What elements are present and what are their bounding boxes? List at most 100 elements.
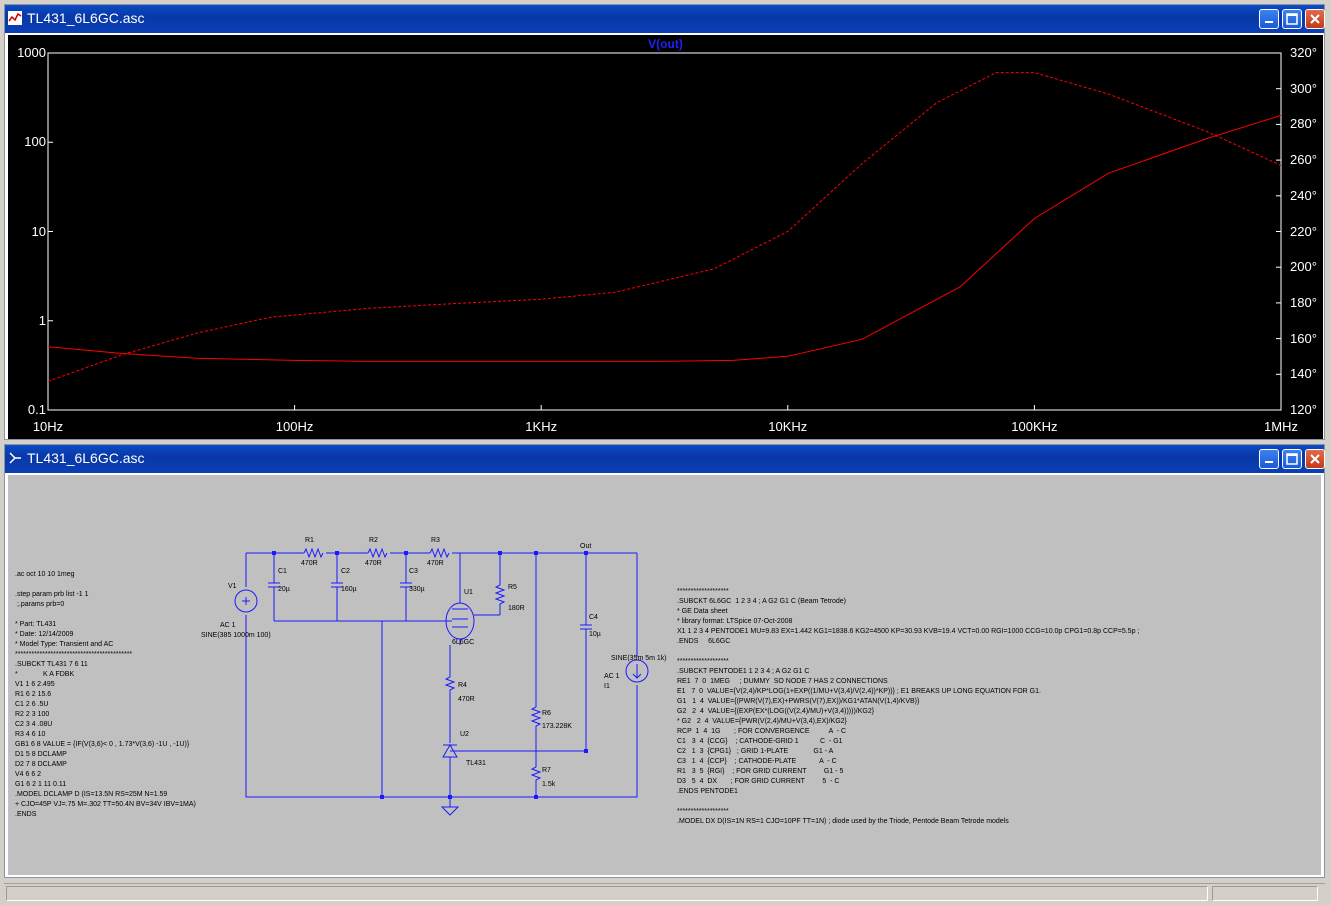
directive-right-line: * GE Data sheet: [677, 608, 728, 615]
phase-trace[interactable]: [47, 72, 1282, 382]
c2-label[interactable]: C2: [341, 568, 350, 575]
r1-label[interactable]: R1: [305, 537, 314, 544]
schematic-window[interactable]: TL431_6L6GC.asc .ac oct 10 10 1meg .step…: [4, 444, 1325, 878]
close-button[interactable]: [1305, 9, 1325, 29]
y-right-tick-label: 200°: [1290, 259, 1317, 275]
spice-directives-left[interactable]: .ac oct 10 10 1meg .step param prb list …: [15, 570, 196, 820]
r4-value[interactable]: 470R: [458, 696, 475, 703]
c4-label[interactable]: C4: [589, 614, 598, 621]
directive-right-line: D3 5 4 DX ; FOR GRID CURRENT 5 - C: [677, 778, 840, 785]
y-right-tick-label: 320°: [1290, 45, 1317, 60]
directive-left-line: GB1 6 8 VALUE = {IF(V(3,6)< 0 , 1.73*V(3…: [15, 741, 190, 748]
c1-capacitor: [268, 553, 280, 621]
y-right-tick-label: 220°: [1290, 223, 1317, 239]
u2-tl431: [442, 744, 458, 797]
y-left-tick-label: 1000: [17, 45, 46, 60]
directive-left-line: R3 4 6 10: [15, 731, 46, 738]
r7-value[interactable]: 1.5k: [542, 781, 556, 788]
y-right-tick-label: 240°: [1290, 187, 1317, 203]
r6-label[interactable]: R6: [542, 710, 551, 717]
v1-sine[interactable]: SINE(385 1000m 100): [201, 632, 271, 639]
directive-right-line: .MODEL DX D(IS=1N RS=1 CJO=10PF TT=1N) ;…: [677, 818, 1009, 825]
r3-label[interactable]: R3: [431, 537, 440, 544]
directive-left-line: R2 2 3 100: [15, 711, 50, 718]
u1-value[interactable]: 6L6GC: [452, 639, 475, 646]
r6-value[interactable]: 173.228K: [542, 723, 572, 730]
y-right-tick-label: 120°: [1290, 402, 1317, 417]
plot-series: [47, 72, 1282, 382]
r2-label[interactable]: R2: [369, 537, 378, 544]
v1-label[interactable]: V1: [228, 583, 237, 590]
c4-capacitor: [580, 553, 592, 751]
i1-ac[interactable]: AC 1: [604, 673, 620, 680]
c2-value[interactable]: 160µ: [341, 586, 357, 593]
plot-frame: [47, 52, 1282, 411]
directive-right-line: *******************: [677, 658, 729, 665]
r3-resistor: [429, 547, 450, 559]
y-left-tick-label: 100: [24, 134, 46, 150]
magnitude-trace[interactable]: [47, 114, 1282, 362]
c4-value[interactable]: 10µ: [589, 631, 601, 638]
close-icon: [1310, 454, 1320, 464]
c3-capacitor: [400, 553, 412, 621]
u2-value[interactable]: TL431: [466, 760, 486, 767]
i1-label[interactable]: I1: [604, 683, 610, 690]
directive-right-line: *******************: [677, 808, 729, 815]
y-right-tick-label: 180°: [1290, 294, 1317, 310]
schematic-canvas[interactable]: .ac oct 10 10 1meg .step param prb list …: [8, 475, 1321, 875]
maximize-button[interactable]: [1282, 9, 1302, 29]
directive-left-line: .SUBCKT TL431 7 6 11: [15, 661, 88, 668]
x-tick-label: 10KHz: [768, 419, 808, 434]
r2-value[interactable]: 470R: [365, 560, 382, 567]
directive-right-line: * library format: LTSpice 07-Oct-2008: [677, 618, 793, 625]
c3-value[interactable]: 330µ: [409, 586, 425, 593]
r5-value[interactable]: 180R: [508, 605, 525, 612]
directive-left-line: D2 7 8 DCLAMP: [15, 761, 67, 768]
v1-ac[interactable]: AC 1: [220, 622, 236, 629]
schematic-maximize-button[interactable]: [1282, 449, 1302, 469]
directive-right-line: * G2 2 4 VALUE={PWR(V(2,4)/MU+V(3,4),EX)…: [677, 718, 847, 725]
r1-value[interactable]: 470R: [301, 560, 318, 567]
schematic-minimize-button[interactable]: [1259, 449, 1279, 469]
minimize-button[interactable]: [1259, 9, 1279, 29]
directive-right-line: .ENDS 6L6GC: [677, 638, 731, 645]
r3-value[interactable]: 470R: [427, 560, 444, 567]
y-left-tick-label: 1: [38, 312, 46, 328]
c3-label[interactable]: C3: [409, 568, 418, 575]
plot-canvas[interactable]: [8, 35, 1323, 439]
schematic-close-button[interactable]: [1305, 449, 1325, 469]
directive-right-line: R1 3 5 {RGI} ; FOR GRID CURRENT G1 - 5: [677, 768, 844, 775]
maximize-icon: [1286, 453, 1298, 465]
y-right-tick-label: 280°: [1290, 116, 1317, 132]
x-tick-label: 10Hz: [32, 419, 64, 434]
out-net-label[interactable]: Out: [580, 543, 592, 550]
directive-right-line: G1 1 4 VALUE={(PWR(V(7),EX)+PWRS(V(7),EX…: [677, 698, 920, 705]
c2-capacitor: [331, 553, 343, 621]
directive-left-line: G1 6 2 1 11 0.11: [15, 781, 67, 788]
schematic-window-titlebar[interactable]: TL431_6L6GC.asc: [5, 445, 1325, 473]
u2-label[interactable]: U2: [460, 731, 469, 738]
i1-sine[interactable]: SINE(35m 5m 1k): [611, 655, 667, 662]
r1-resistor: [303, 547, 324, 559]
x-tick-label: 1KHz: [525, 419, 558, 434]
waveform-icon: [8, 11, 22, 25]
r2-resistor: [367, 547, 388, 559]
v1-source: [234, 589, 258, 613]
directive-right-line: G2 2 4 VALUE={(EXP(EX*(LOG((V(2,4)/MU)+V…: [677, 708, 875, 715]
spice-directives-right[interactable]: *******************.SUBCKT 6L6GC 1 2 3 4…: [677, 587, 1139, 827]
u1-label[interactable]: U1: [464, 589, 473, 596]
directive-right-line: X1 1 2 3 4 PENTODE1 MU=9.83 EX=1.442 KG1…: [677, 628, 1140, 635]
r7-label[interactable]: R7: [542, 767, 551, 774]
directive-left-line: ****************************************…: [15, 651, 133, 658]
trace-label[interactable]: V(out): [648, 37, 683, 51]
y-right-tick-label: 260°: [1290, 152, 1317, 168]
c1-label[interactable]: C1: [278, 568, 287, 575]
x-tick-label: 100Hz: [275, 419, 314, 434]
plot-window-titlebar[interactable]: TL431_6L6GC.asc: [5, 5, 1325, 33]
c1-value[interactable]: 20µ: [278, 586, 290, 593]
directive-left-line: .ac oct 10 10 1meg: [15, 571, 75, 578]
r4-label[interactable]: R4: [458, 682, 467, 689]
r5-label[interactable]: R5: [508, 584, 517, 591]
